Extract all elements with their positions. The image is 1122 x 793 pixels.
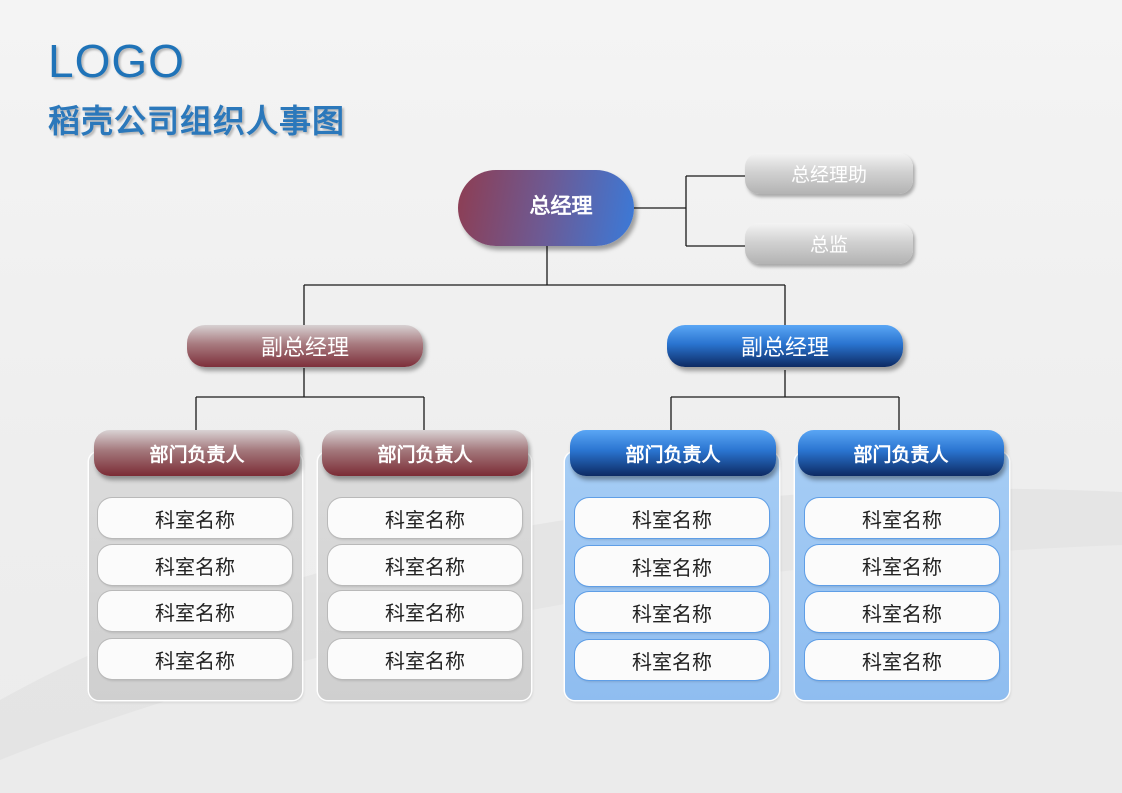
room-item: 科室名称 <box>805 592 999 632</box>
room-label: 科室名称 <box>632 507 712 532</box>
department-head: 部门负责人 <box>94 430 300 476</box>
department-head: 部门负责人 <box>798 430 1004 476</box>
room-label: 科室名称 <box>155 600 235 625</box>
room-label: 科室名称 <box>862 601 942 626</box>
room-item: 科室名称 <box>328 591 522 631</box>
department-head: 部门负责人 <box>322 430 528 476</box>
room-label: 科室名称 <box>632 555 712 580</box>
room-label: 科室名称 <box>385 648 465 673</box>
room-item: 科室名称 <box>328 639 522 679</box>
assistant-node: 总经理助 <box>745 153 913 194</box>
room-label: 科室名称 <box>385 554 465 579</box>
room-item: 科室名称 <box>575 546 769 586</box>
ceo-label: 总经理 <box>529 194 593 218</box>
vp-node-right: 副总经理 <box>667 325 903 367</box>
room-label: 科室名称 <box>632 649 712 674</box>
department-head-label: 部门负责人 <box>853 443 949 466</box>
room-label: 科室名称 <box>155 507 235 532</box>
director-label: 总监 <box>809 234 848 256</box>
room-item: 科室名称 <box>98 545 292 585</box>
vp-label: 副总经理 <box>740 336 829 361</box>
room-item: 科室名称 <box>98 498 292 538</box>
room-item: 科室名称 <box>328 498 522 538</box>
room-item: 科室名称 <box>805 640 999 680</box>
room-item: 科室名称 <box>575 592 769 632</box>
department-head: 部门负责人 <box>570 430 776 476</box>
room-item: 科室名称 <box>328 545 522 585</box>
room-label: 科室名称 <box>155 554 235 579</box>
room-item: 科室名称 <box>98 639 292 679</box>
room-item: 科室名称 <box>575 640 769 680</box>
room-label: 科室名称 <box>862 507 942 532</box>
assistant-label: 总经理助 <box>790 164 867 186</box>
department-head-label: 部门负责人 <box>149 443 245 466</box>
room-item: 科室名称 <box>575 498 769 538</box>
room-item: 科室名称 <box>98 591 292 631</box>
vp-label: 副总经理 <box>260 336 349 361</box>
department-head-label: 部门负责人 <box>625 443 721 466</box>
ceo-node: 总经理 <box>458 170 634 246</box>
room-label: 科室名称 <box>862 554 942 579</box>
vp-node-left: 副总经理 <box>187 325 423 367</box>
room-label: 科室名称 <box>385 507 465 532</box>
room-item: 科室名称 <box>805 545 999 585</box>
room-item: 科室名称 <box>805 498 999 538</box>
logo: LOGO <box>48 35 185 87</box>
director-node: 总监 <box>745 223 913 264</box>
page-title: 稻壳公司组织人事图 <box>48 102 346 140</box>
room-label: 科室名称 <box>385 600 465 625</box>
room-label: 科室名称 <box>862 649 942 674</box>
department-head-label: 部门负责人 <box>377 443 473 466</box>
room-label: 科室名称 <box>632 601 712 626</box>
room-label: 科室名称 <box>155 648 235 673</box>
